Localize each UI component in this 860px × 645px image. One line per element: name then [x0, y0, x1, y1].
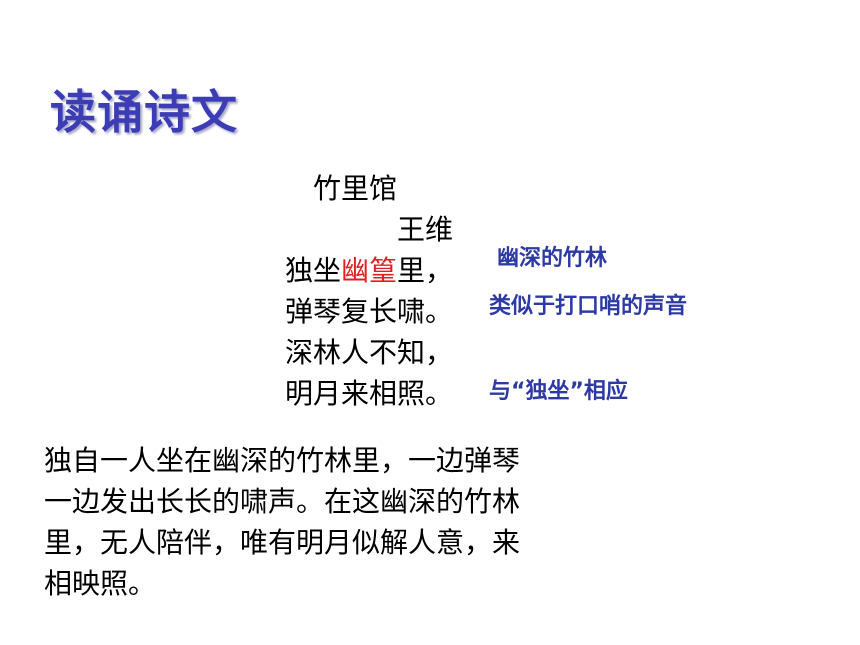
- poem-line-1: 独坐幽篁里，: [285, 254, 453, 288]
- poem-line-1-after: 里，: [397, 254, 454, 287]
- poem-line-1-before: 独坐: [285, 254, 342, 287]
- translation-line-2: 一边发出长长的啸声。在这幽深的竹林: [44, 485, 521, 518]
- poem-title: 竹里馆: [313, 172, 398, 205]
- translation-paragraph: 独自一人坐在幽深的竹林里，一边弹琴 一边发出长长的啸声。在这幽深的竹林 里，无人…: [44, 440, 624, 604]
- translation-line-3: 里，无人陪伴，唯有明月似解人意，来: [44, 526, 521, 559]
- note-xiangzhao: 与“独坐”相应: [489, 379, 628, 404]
- translation-line-4: 相映照。: [44, 567, 157, 600]
- poem-line-3: 深林人不知，: [285, 336, 454, 369]
- note-youhuang: 幽深的竹林: [497, 246, 608, 271]
- poem-line-2: 弹琴复长啸。: [285, 295, 454, 328]
- slide-title: 读诵诗文: [50, 85, 238, 139]
- poem-highlight-youhuang: 幽篁: [341, 254, 398, 287]
- translation-line-1: 独自一人坐在幽深的竹林里，一边弹琴: [44, 444, 521, 477]
- poem-line-4: 明月来相照。: [285, 377, 454, 410]
- poem-author: 王维: [397, 213, 454, 246]
- note-xiao: 类似于打口哨的声音: [489, 294, 688, 319]
